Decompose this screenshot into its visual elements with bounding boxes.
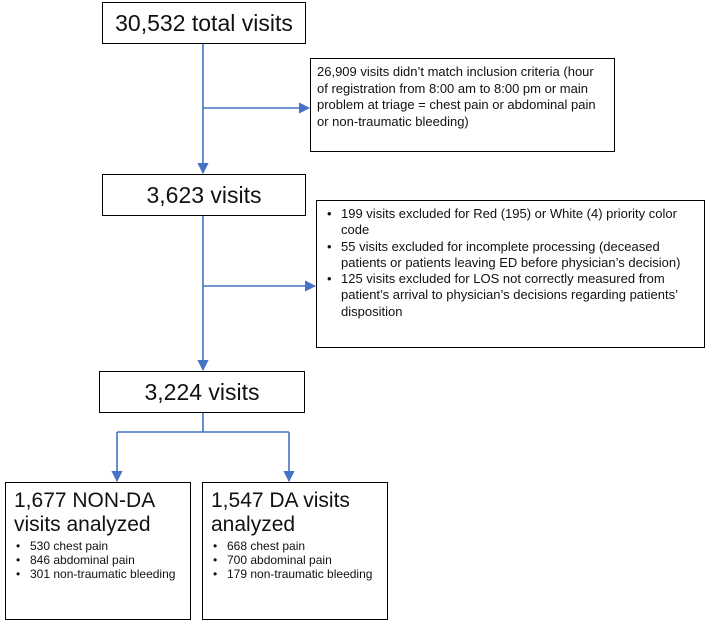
non-da-title: 1,677 NON-DA visits analyzed [14,489,155,536]
exclusion-2-item: 55 visits excluded for incomplete proces… [325,239,696,272]
da-item: 700 abdominal pain [211,553,381,567]
visits-3224-label: 3,224 visits [144,378,260,405]
non-da-list: 530 chest pain 846 abdominal pain 301 no… [14,539,184,581]
da-item: 668 chest pain [211,539,381,553]
non-da-item: 846 abdominal pain [14,553,184,567]
exclusion-box-1: 26,909 visits didn’t match inclusion cri… [310,58,615,152]
total-visits-box: 30,532 total visits [102,2,306,44]
da-box: 1,547 DA visits analyzed 668 chest pain … [202,482,388,620]
exclusion-box-2: 199 visits excluded for Red (195) or Whi… [316,200,705,348]
total-visits-label: 30,532 total visits [115,9,293,36]
visits-3623-box: 3,623 visits [102,174,306,216]
exclusion-2-item: 199 visits excluded for Red (195) or Whi… [325,206,696,239]
da-list: 668 chest pain 700 abdominal pain 179 no… [211,539,381,581]
non-da-item: 301 non-traumatic bleeding [14,567,184,581]
da-title: 1,547 DA visits analyzed [211,489,350,536]
da-item: 179 non-traumatic bleeding [211,567,381,581]
exclusion-1-text: 26,909 visits didn’t match inclusion cri… [317,64,596,129]
non-da-item: 530 chest pain [14,539,184,553]
exclusion-2-item: 125 visits excluded for LOS not correctl… [325,271,696,320]
non-da-box: 1,677 NON-DA visits analyzed 530 chest p… [5,482,191,620]
visits-3623-label: 3,623 visits [146,181,262,208]
exclusion-2-list: 199 visits excluded for Red (195) or Whi… [325,206,696,320]
visits-3224-box: 3,224 visits [99,371,305,413]
